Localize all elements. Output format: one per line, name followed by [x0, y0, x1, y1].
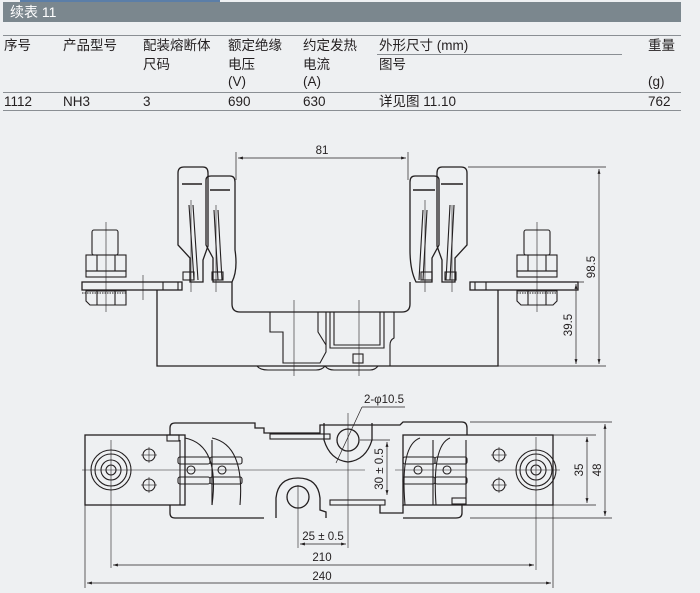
dimension-98-5	[468, 166, 606, 367]
header-fuse-size: 配装熔断体	[143, 38, 211, 53]
body-outline	[169, 421, 468, 435]
label-35: 35	[574, 464, 586, 477]
header-serial: 序号	[4, 38, 31, 53]
cell-fuse-size: 3	[143, 94, 151, 109]
cell-weight: 762	[648, 94, 671, 109]
table-rule-top	[3, 35, 681, 36]
left-contact-clips	[177, 166, 237, 292]
dimension-39-5	[558, 281, 584, 364]
cell-model: NH3	[63, 94, 91, 109]
dimension-48	[470, 421, 612, 519]
dimension-81	[235, 152, 409, 180]
top-view	[82, 406, 612, 588]
table-title: 续表 11	[10, 4, 57, 20]
label-210: 210	[312, 552, 331, 564]
right-contact-clips	[409, 166, 468, 292]
label-98-5: 98.5	[586, 256, 598, 278]
label-39-5: 39.5	[563, 314, 575, 336]
mounting-plate-left	[81, 281, 183, 291]
right-terminal-bolt	[516, 222, 558, 312]
header-dimensions: 外形尺寸 (mm)	[379, 38, 469, 53]
cell-voltage: 690	[228, 94, 251, 109]
header-model: 产品型号	[63, 38, 117, 53]
table-rule-bottom	[3, 110, 681, 111]
left-terminal-bolt	[82, 222, 127, 312]
label-25: 25 ± 0.5	[302, 531, 343, 543]
header-current-unit: (A)	[303, 74, 321, 89]
cell-serial: 1112	[4, 94, 33, 109]
header-weight-unit: (g)	[648, 74, 665, 89]
table-rule-header	[3, 92, 681, 93]
mounting-plate-right	[469, 281, 579, 291]
accent-line	[20, 0, 220, 2]
header-voltage-unit: (V)	[228, 74, 246, 89]
center-body	[231, 282, 411, 313]
header-voltage: 额定绝缘	[228, 38, 282, 53]
label-30: 30 ± 0.5	[374, 448, 386, 489]
leader-hole-label	[335, 406, 405, 464]
label-48: 48	[592, 464, 604, 477]
dimension-30	[360, 439, 390, 495]
header-dimensions-line2: 图号	[379, 57, 406, 72]
contact-springs	[177, 437, 468, 506]
label-240: 240	[312, 571, 331, 583]
header-weight: 重量	[648, 38, 675, 53]
table-subrule	[377, 54, 622, 55]
label-81: 81	[316, 145, 329, 157]
header-current-line2: 电流	[303, 57, 330, 72]
header-voltage-line2: 电压	[228, 57, 255, 72]
header-fuse-size-line2: 尺码	[143, 57, 170, 72]
label-hole-diameter: 2-φ10.5	[364, 394, 404, 406]
cell-dimensions: 详见图 11.10	[379, 94, 457, 109]
dimension-35	[553, 434, 596, 506]
cell-current: 630	[303, 94, 326, 109]
side-view	[81, 152, 606, 376]
header-current: 约定发热	[303, 38, 357, 53]
table-title-bar: 续表 11	[3, 2, 681, 22]
base-block	[156, 290, 499, 367]
